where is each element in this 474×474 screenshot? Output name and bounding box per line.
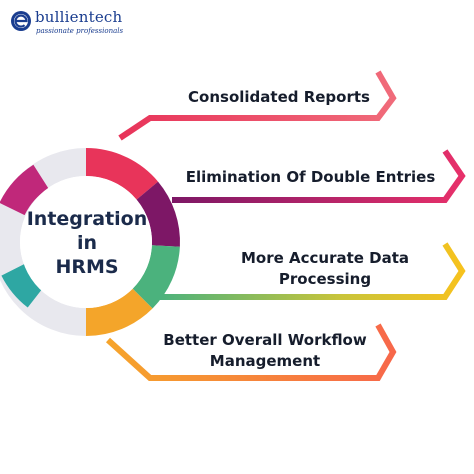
label-consolidated-reports: Consolidated Reports — [174, 87, 384, 108]
label-text-line: Management — [209, 352, 321, 370]
label-elimination-double-entries: Elimination Of Double Entries — [183, 167, 438, 188]
label-text: Consolidated Reports — [188, 88, 370, 106]
label-more-accurate-data: More Accurate Data Processing — [220, 248, 430, 290]
ring-segment-pink — [85, 148, 159, 201]
ring-segment-magenta — [0, 164, 49, 216]
ring-hub-face — [20, 176, 152, 308]
brand-tagline: passionate professionals — [36, 27, 124, 35]
label-text-line: More Accurate Data — [240, 249, 410, 267]
ring-segment-purple — [136, 181, 180, 247]
label-text-line: Better Overall Workflow — [163, 331, 367, 349]
ring-segment-teal — [1, 262, 46, 308]
arrow-more-accurate-data — [160, 242, 466, 300]
hub-title: Integration in HRMS — [22, 207, 152, 279]
hub-ring — [0, 148, 180, 337]
arrow-consolidated-reports — [118, 70, 397, 141]
hub-title-line: in — [76, 232, 98, 254]
hub-title-line: Integration — [26, 208, 148, 230]
label-text: Elimination Of Double Entries — [185, 168, 436, 186]
label-better-workflow: Better Overall Workflow Management — [155, 330, 375, 372]
brand-name: bullientech — [35, 8, 123, 26]
hub-title-line: HRMS — [55, 256, 119, 278]
ring-segment-green — [132, 244, 180, 309]
ring-segment-orange — [85, 288, 153, 337]
ring-segment-left — [0, 148, 87, 336]
brand-logo: bullientech passionate professionals — [10, 8, 140, 38]
e-monogram-icon — [11, 11, 31, 31]
arrow-elimination-double-entries — [172, 149, 466, 203]
arrow-better-workflow — [105, 323, 397, 381]
label-text-line: Processing — [278, 270, 372, 288]
